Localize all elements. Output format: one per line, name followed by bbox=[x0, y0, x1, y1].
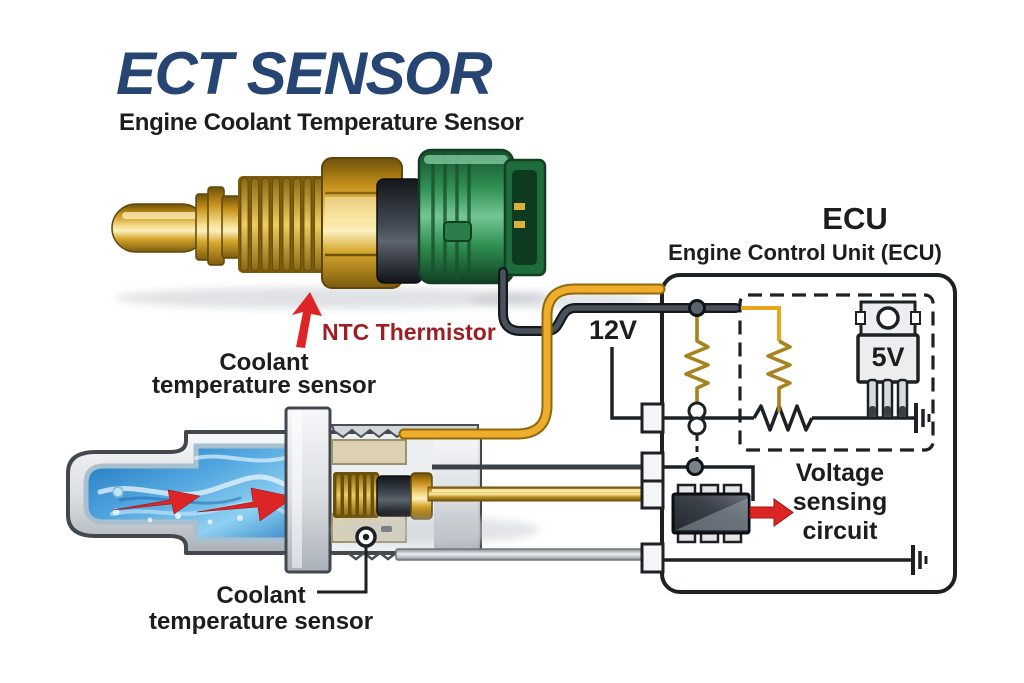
thread-section bbox=[238, 176, 326, 273]
ecu-pin bbox=[640, 451, 665, 483]
regulator-voltage-label: 5V bbox=[871, 342, 905, 372]
ntc-arrow-icon bbox=[292, 292, 322, 348]
page-title: ECT SENSOR bbox=[116, 40, 493, 107]
coolant-sensor-lower-line1: Coolant bbox=[216, 582, 306, 609]
green-connector bbox=[417, 148, 547, 285]
probe-tip bbox=[111, 203, 207, 253]
voltage-sensing-line3: circuit bbox=[802, 517, 878, 545]
coolant-sensor-lower-line2: temperature sensor bbox=[148, 608, 374, 635]
ect-sensor-illustration bbox=[111, 148, 650, 309]
voltage-sensing-line2: sensing bbox=[792, 488, 888, 516]
sensor-callout bbox=[317, 526, 377, 594]
series-resistor bbox=[752, 404, 814, 432]
reference-trace bbox=[736, 306, 781, 341]
ntc-thermistor-label: NTC Thermistor bbox=[322, 319, 496, 345]
page-subtitle: Engine Coolant Temperature Sensor bbox=[119, 109, 524, 136]
supply-12v-line bbox=[610, 347, 754, 420]
regulator-hole bbox=[876, 306, 900, 330]
junction-dot bbox=[688, 299, 706, 317]
junction-dot bbox=[686, 458, 704, 476]
ecu-connector-pins bbox=[640, 402, 665, 574]
flow-arrow-icon bbox=[112, 489, 201, 515]
regulator-dashed-box bbox=[738, 293, 935, 452]
connector-pin bbox=[514, 203, 525, 210]
sensor-shadow bbox=[115, 287, 545, 309]
coolant-sensor-upper-label: Coolant temperature sensor bbox=[138, 349, 390, 399]
sensing-ic-chip bbox=[671, 483, 751, 544]
pullup-resistor bbox=[684, 315, 710, 404]
coolant-sensor-lower-label: Coolant temperature sensor bbox=[135, 583, 387, 635]
connector-ring bbox=[687, 416, 707, 436]
ground-symbol bbox=[914, 403, 931, 433]
ground-wire bbox=[395, 548, 651, 561]
coolant-sensor-upper-line1: Coolant bbox=[219, 349, 309, 376]
probe-neck bbox=[221, 195, 241, 259]
coolant-sensor-upper-line2: temperature sensor bbox=[151, 372, 377, 399]
ecu-pin bbox=[640, 542, 665, 574]
ecu-heading: ECU bbox=[822, 201, 888, 236]
reference-resistor bbox=[766, 339, 792, 412]
ecu-pin bbox=[640, 479, 665, 510]
ground-symbol bbox=[911, 545, 928, 575]
connector-latch bbox=[443, 221, 472, 242]
connector-socket bbox=[512, 170, 537, 265]
voltage-sensing-label: Voltage sensing circuit bbox=[770, 459, 910, 546]
ecu-pin bbox=[640, 402, 665, 434]
ecu-subheading: Engine Control Unit (ECU) bbox=[668, 240, 942, 265]
sensor-element-threads bbox=[333, 472, 379, 518]
sensor-element-tip bbox=[376, 475, 414, 517]
voltage-sensing-line1: Voltage bbox=[795, 459, 885, 487]
boss-block bbox=[331, 439, 407, 465]
coolant-cross-section bbox=[66, 406, 540, 574]
sensor-black-collar bbox=[376, 178, 423, 284]
sensing-arrow-icon bbox=[749, 498, 794, 527]
connector-pin bbox=[514, 221, 525, 228]
wiring bbox=[395, 267, 741, 561]
probe-tip-highlight bbox=[122, 212, 198, 219]
supply-voltage-label: 12V bbox=[589, 315, 638, 345]
voltage-regulator-5v bbox=[855, 300, 921, 420]
